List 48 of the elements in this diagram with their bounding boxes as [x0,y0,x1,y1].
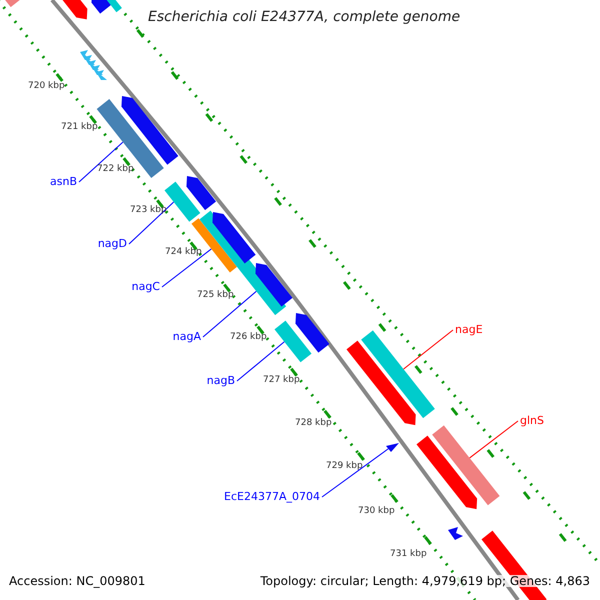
gene-bar [361,330,435,418]
scale-label: 724 kbp [165,248,202,257]
gene-marker [386,443,399,452]
gene-bar [186,176,216,210]
leader-line [202,290,257,338]
gene-bar [274,320,312,362]
gene-bar [255,263,292,307]
gene-label: nagC [132,281,160,292]
leader-line [469,420,518,458]
gene-bar [105,0,122,12]
gene-bar [416,436,478,510]
scale-label: 725 kbp [197,291,234,300]
gene-bar [432,425,500,506]
gene-bar [212,212,256,264]
scale-label: 720 kbp [28,82,65,91]
gene-bar [164,182,200,222]
gene-label: glnS [520,415,544,426]
leader-line [322,448,389,498]
title: Escherichia coli E24377A, complete genome [148,10,460,24]
gene-bar [121,96,178,165]
accession-label: Accession: NC_009801 [9,575,146,587]
gene-bar [295,313,330,353]
scale-label: 729 kbp [326,462,363,471]
leader-line [128,202,174,244]
scale-label: 727 kbp [263,376,300,385]
gene-label: asnB [50,176,77,187]
scale-label: 730 kbp [358,507,395,516]
gene-label: nagE [455,324,483,335]
scale-label: 731 kbp [390,550,427,559]
leader-line [236,341,285,382]
gene-bar [91,0,112,14]
leader-line [402,330,454,370]
gene-label: nagB [206,375,235,386]
gene-label: nagA [172,331,201,342]
gene-label: nagD [98,238,127,249]
genome-info-label: Topology: circular; Length: 4,979,619 bp; Genes: 4,863 [260,575,590,587]
gene-bar [3,0,20,8]
leader-line [78,142,124,182]
scale-label: 721 kbp [61,123,98,132]
gene-marker [448,527,463,540]
gene-bar [96,99,164,178]
scale-label: 726 kbp [230,333,267,342]
scale-label: 728 kbp [295,419,332,428]
scale-label: 723 kbp [130,206,167,215]
gene-label: EcE24377A_0704 [224,491,320,502]
leader-line [162,248,212,288]
gene-bar [346,340,416,426]
scale-label: 722 kbp [97,165,134,174]
